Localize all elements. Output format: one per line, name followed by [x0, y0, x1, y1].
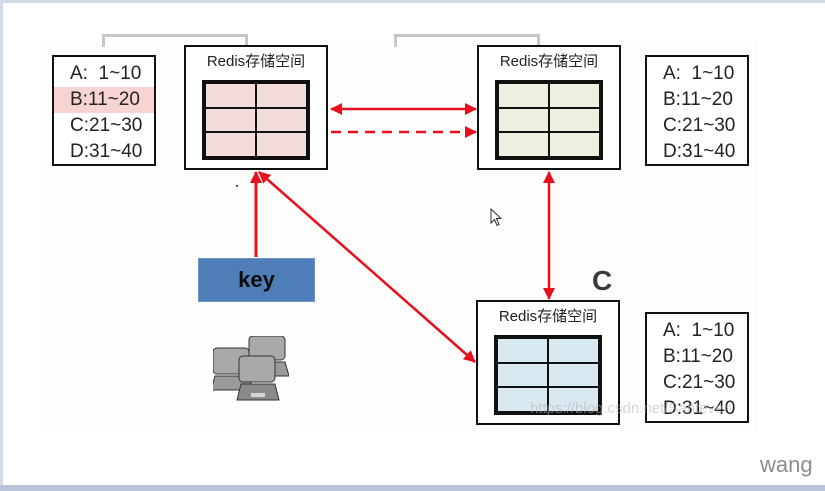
storage-cell	[205, 107, 256, 133]
range-row-highlighted: B:11~20	[54, 87, 154, 113]
storage-cell	[548, 387, 599, 412]
storage-cell	[497, 362, 548, 388]
range-row: D:31~40	[663, 141, 736, 162]
storage-cell	[497, 387, 548, 412]
range-row: A: 1~10	[70, 63, 142, 84]
cluster-bracket-right	[394, 34, 540, 47]
slot-range-table-right-top: A: 1~10 B:11~20 C:21~30 D:31~40	[645, 55, 749, 166]
node-title: Redis存储空间	[498, 308, 598, 325]
storage-cell	[549, 132, 600, 157]
storage-cell	[205, 83, 256, 108]
range-row: A: 1~10	[663, 63, 735, 84]
bottom-bar	[0, 485, 825, 491]
node-title: Redis存储空间	[499, 53, 599, 70]
key-box: key	[198, 258, 315, 302]
range-row: D:31~40	[70, 141, 143, 162]
range-row: C:21~30	[663, 372, 736, 393]
storage-cell	[256, 132, 307, 157]
storage-cell	[548, 362, 599, 388]
storage-cell	[256, 83, 307, 108]
range-row: C:21~30	[70, 115, 143, 136]
range-row: B:11~20	[663, 89, 733, 110]
redis-node-c: Redis存储空间	[476, 300, 620, 425]
mouse-cursor-icon	[490, 208, 503, 227]
storage-grid	[494, 335, 602, 415]
client-computers-icon	[213, 336, 289, 401]
author-label: wang	[760, 452, 813, 477]
storage-cell	[548, 338, 599, 363]
storage-cell	[498, 107, 549, 133]
storage-cell	[256, 107, 307, 133]
storage-grid	[202, 80, 310, 160]
cluster-bracket-left	[102, 34, 248, 47]
range-row: A: 1~10	[663, 320, 735, 341]
watermark-url: https://blog.csdn.net/Santeven	[530, 400, 732, 417]
storage-cell	[549, 107, 600, 133]
range-row: D:31~40	[663, 398, 736, 419]
storage-cell	[549, 83, 600, 108]
key-label: key	[238, 267, 275, 292]
storage-cell	[205, 132, 256, 157]
slot-range-table-left: A: 1~10 B:11~20 C:21~30 D:31~40	[52, 55, 156, 166]
storage-grid	[495, 80, 603, 160]
slot-range-table-right-bottom: A: 1~10 B:11~20 C:21~30 D:31~40	[645, 312, 749, 423]
range-row: C:21~30	[663, 115, 736, 136]
storage-cell	[497, 338, 548, 363]
storage-cell	[498, 132, 549, 157]
redis-node-b: Redis存储空间	[477, 45, 621, 170]
redis-node-a: Redis存储空间	[184, 45, 328, 170]
storage-cell	[498, 83, 549, 108]
node-c-label: C	[592, 265, 613, 296]
node-title: Redis存储空间	[206, 53, 306, 70]
range-row: B:11~20	[663, 346, 733, 367]
